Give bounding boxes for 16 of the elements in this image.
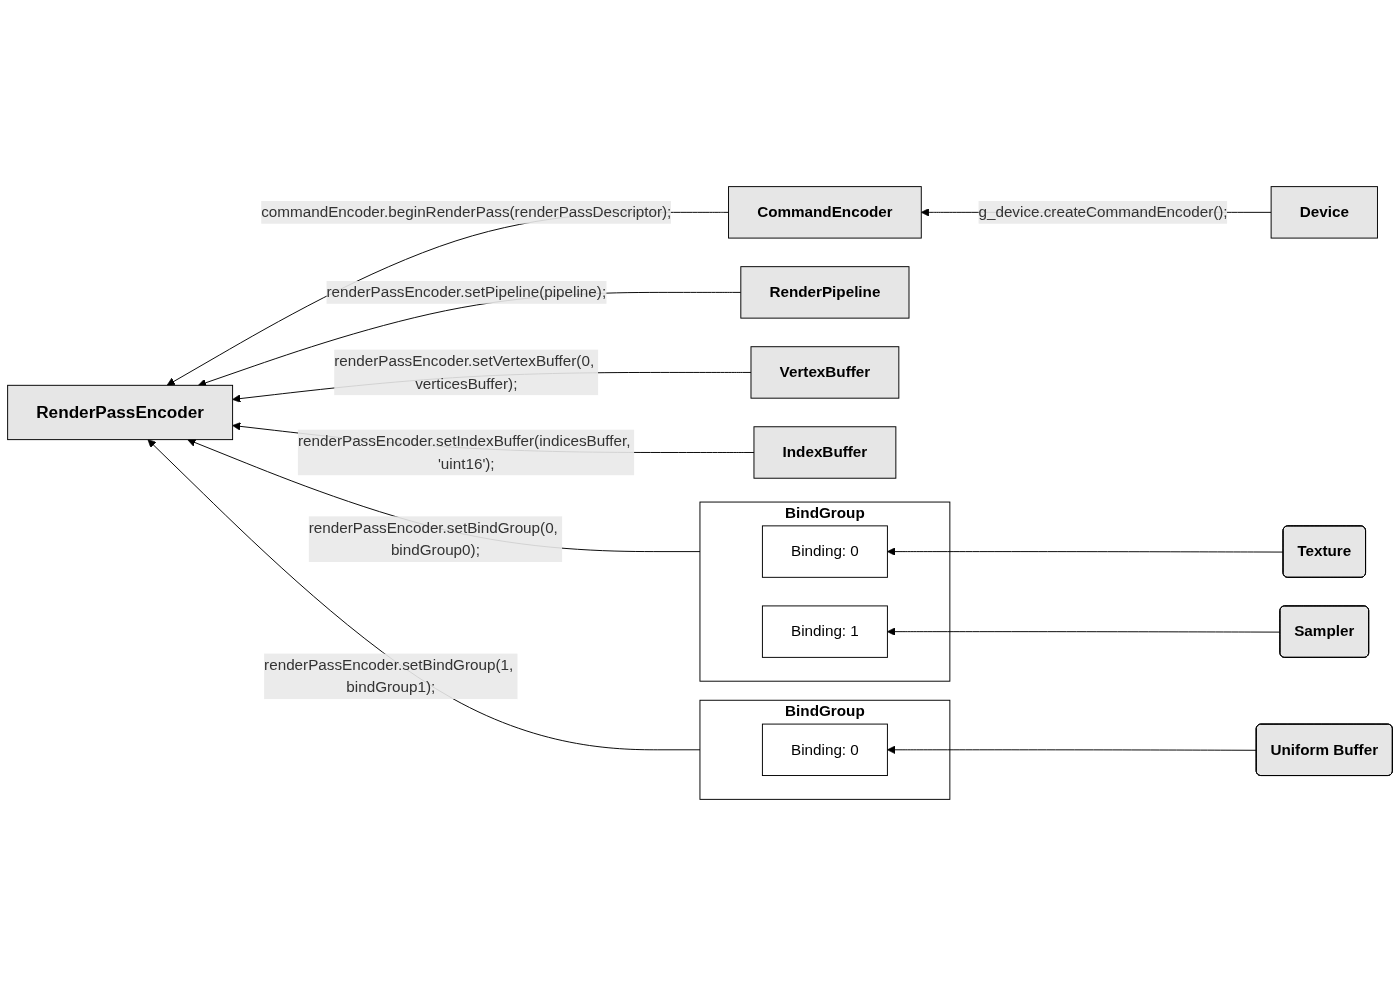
- node-box: RenderPassEncoder: [7, 384, 234, 440]
- edge-label: g_device.createCommandEncoder();: [978, 203, 1228, 220]
- edge-label: renderPassEncoder.setPipeline(pipeline);: [326, 283, 607, 300]
- node-box: VertexBuffer: [750, 345, 900, 399]
- node-box: Binding: 0: [761, 723, 888, 776]
- edge-label: renderPassEncoder.setVertexBuffer(0, verticesBuffer);: [334, 351, 595, 391]
- edge-label: renderPassEncoder.setBindGroup(0, bindGroup0);: [308, 518, 558, 558]
- node-box: Binding: 1: [761, 604, 888, 658]
- node-box: CommandEncoder: [728, 185, 922, 239]
- node-box: RenderPipeline: [740, 265, 910, 319]
- node-box: Device: [1270, 185, 1378, 239]
- edge-label: commandEncoder.beginRenderPass(renderPassDescriptor);: [261, 203, 672, 220]
- edge-label: renderPassEncoder.setBindGroup(1, bindGroup1);: [264, 655, 514, 695]
- edge-label: renderPassEncoder.setIndexBuffer(indicesBuffer, 'uint16');: [297, 431, 631, 472]
- node-box: Binding: 0: [761, 524, 888, 578]
- node-box: IndexBuffer: [753, 425, 897, 479]
